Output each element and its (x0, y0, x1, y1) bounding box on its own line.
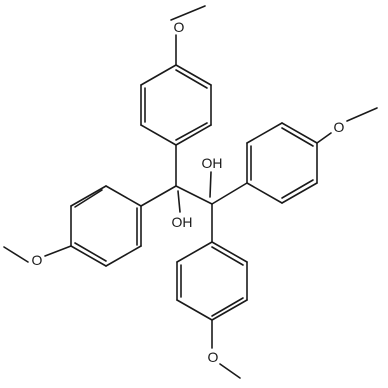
bond-line (281, 179, 314, 199)
bond-line (211, 299, 248, 321)
bond-lines (3, 5, 378, 379)
bond-line (346, 107, 378, 122)
bond-line (219, 363, 241, 379)
bond-line (211, 246, 244, 266)
bond-line (140, 185, 177, 207)
methoxy-oxygen-bottom: O (208, 349, 219, 365)
bond-line (105, 245, 142, 267)
bond-line (177, 190, 181, 213)
bond-line (211, 241, 248, 263)
bond-line (176, 299, 213, 321)
bond-line (281, 127, 314, 147)
bond-line (3, 246, 29, 263)
bond-line (175, 64, 212, 86)
methoxy-oxygen-top: O (174, 19, 185, 35)
bond-line (70, 185, 107, 207)
bond-line (175, 69, 208, 89)
bond-line (176, 241, 213, 263)
hydroxyl-left-label: OH (172, 214, 193, 230)
bond-line (140, 64, 177, 86)
methoxy-oxygen-right: O (334, 119, 345, 135)
bond-line (246, 122, 283, 144)
bond-line (140, 124, 177, 146)
bond-line (175, 124, 212, 146)
bond-line (70, 245, 107, 267)
bond-line (44, 245, 72, 257)
bond-line (211, 182, 248, 205)
bond-line (281, 182, 318, 204)
methoxy-oxygen-left: O (32, 252, 43, 268)
bond-line (281, 122, 318, 144)
bond-line (74, 242, 107, 262)
bond-line (170, 5, 206, 21)
bond-line (316, 132, 332, 144)
bond-line (175, 122, 208, 141)
bond-line (211, 297, 244, 317)
bond-line (74, 189, 103, 208)
bond-line (209, 171, 212, 198)
bond-line (175, 185, 213, 205)
bond-line (105, 185, 142, 207)
hydroxyl-right-label: OH (202, 155, 223, 171)
bond-line (246, 182, 283, 204)
